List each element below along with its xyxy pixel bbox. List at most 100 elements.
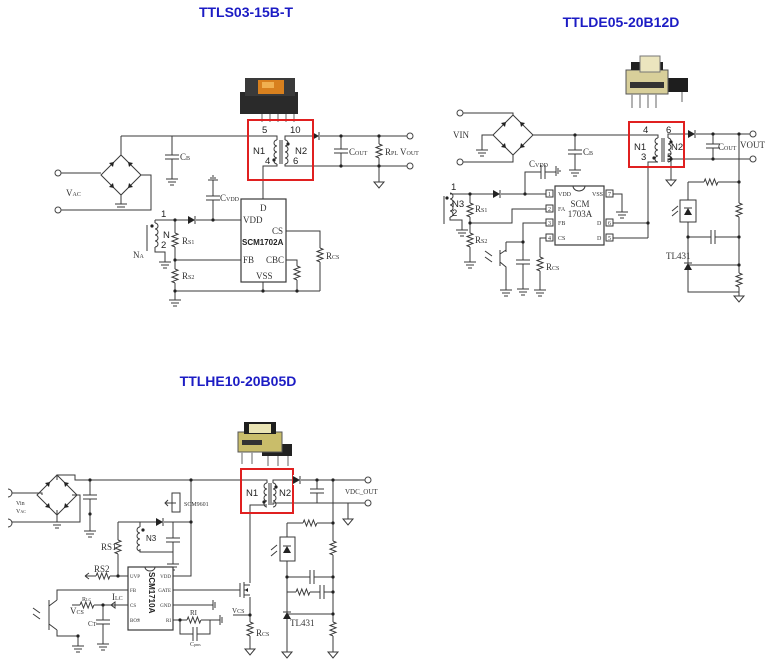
pin-cs-label: CS bbox=[558, 236, 565, 242]
diagram-title: TTLHE10-20B05D bbox=[180, 373, 297, 389]
pin-label: 2 bbox=[161, 240, 166, 251]
scm9601-label: SCM9601 bbox=[184, 502, 209, 508]
junction bbox=[711, 132, 715, 136]
aux-diode bbox=[155, 516, 165, 528]
resistor-rs1 bbox=[465, 202, 475, 218]
rpl-label: RPL bbox=[385, 147, 398, 157]
transformer-photo bbox=[240, 78, 298, 122]
junction bbox=[737, 263, 741, 267]
resistor-rs2 bbox=[465, 232, 475, 248]
vac-terminal bbox=[54, 169, 62, 177]
pin-fb-label: FB bbox=[558, 221, 565, 227]
ground-icon bbox=[211, 614, 223, 626]
pin-label: 4 bbox=[265, 156, 270, 167]
vin-terminal bbox=[456, 109, 464, 117]
tl431-label: TL431 bbox=[666, 251, 691, 261]
capacitor-cout bbox=[308, 488, 326, 494]
junction bbox=[173, 258, 177, 262]
capacitor bbox=[710, 228, 716, 246]
resistor-rs1 bbox=[170, 232, 180, 248]
winding-label: N2 bbox=[671, 142, 683, 153]
rcs-label: RCS bbox=[256, 628, 269, 638]
pin-fb-label: FB bbox=[130, 589, 137, 594]
vdc-out-terminal bbox=[364, 499, 372, 507]
transformer-highlight-box bbox=[240, 468, 294, 514]
pin-number: 2 bbox=[548, 207, 551, 213]
capacitor-cvdd bbox=[204, 195, 222, 201]
vin-label: Vin bbox=[16, 501, 25, 507]
ground-icon bbox=[83, 526, 97, 538]
rs1-label: RS1 bbox=[101, 542, 117, 552]
winding-label: N bbox=[163, 230, 170, 241]
junction bbox=[711, 157, 715, 161]
diagram-title: TTLDE05-20B12D bbox=[563, 14, 680, 30]
pin-d-label: D bbox=[260, 203, 267, 213]
pin-vss-label: VSS bbox=[256, 271, 273, 281]
polarity-dot bbox=[141, 528, 145, 532]
aux-winding bbox=[136, 526, 141, 552]
winding-label: N3 bbox=[146, 534, 157, 543]
resistor bbox=[295, 587, 311, 597]
vout-label: VOUT bbox=[740, 140, 765, 150]
pin-uvp-label: UVP bbox=[130, 575, 140, 580]
pin-d-label: D bbox=[597, 236, 602, 242]
bridge-rectifier bbox=[492, 114, 534, 156]
junction bbox=[189, 478, 193, 482]
optocoupler-transistor bbox=[32, 599, 58, 631]
pin-vdd-label: VDD bbox=[160, 575, 171, 580]
ic-scm1710a bbox=[127, 566, 174, 631]
ic-name: SCM1710A bbox=[147, 572, 156, 614]
junction bbox=[737, 132, 741, 136]
junction bbox=[331, 521, 335, 525]
ic-notch bbox=[572, 185, 586, 192]
ground-icon bbox=[516, 284, 530, 296]
capacitor bbox=[319, 583, 325, 601]
ground-icon bbox=[342, 514, 354, 526]
aux-diode bbox=[492, 188, 502, 200]
ground-icon bbox=[615, 207, 629, 219]
junction bbox=[737, 235, 741, 239]
schematic-ttlde05-20b12d: TTLDE05-20B12D VIN CB 4 6 N1 N2 3 5 bbox=[443, 14, 765, 303]
cout-label: COUT bbox=[718, 142, 737, 152]
transformer-core bbox=[661, 138, 665, 162]
capacitor-ct bbox=[94, 619, 112, 625]
junction bbox=[178, 618, 182, 622]
tl431-label: TL431 bbox=[290, 618, 315, 628]
resistor bbox=[328, 621, 338, 637]
pin-number: 1 bbox=[548, 192, 551, 198]
polarity-dot bbox=[262, 500, 266, 504]
winding-label: N3 bbox=[452, 199, 464, 210]
rs2-label: RS2 bbox=[475, 235, 487, 245]
junction bbox=[261, 289, 265, 293]
pin-d-label: D bbox=[597, 221, 602, 227]
optocoupler-led bbox=[270, 536, 296, 562]
vdc-out-label: VDC_OUT bbox=[345, 488, 378, 496]
polarity-dot bbox=[150, 224, 154, 228]
diagram-title: TTLS03-15B-T bbox=[199, 4, 294, 20]
polarity-dot bbox=[272, 158, 276, 162]
vin-terminal bbox=[456, 158, 464, 166]
junction bbox=[189, 520, 193, 524]
ic-scm1702a bbox=[240, 198, 287, 283]
junction bbox=[295, 289, 299, 293]
current-arrow-icon bbox=[110, 601, 123, 609]
capacitor bbox=[164, 537, 182, 543]
pin-label: 1 bbox=[451, 182, 456, 193]
vin-label: VIN bbox=[453, 130, 469, 140]
bridge-rectifier bbox=[100, 154, 142, 196]
ct-label: CT bbox=[88, 620, 97, 628]
resistor bbox=[302, 518, 318, 528]
ic-notch bbox=[144, 566, 156, 572]
ground-icon bbox=[568, 165, 582, 177]
mosfet bbox=[239, 582, 250, 598]
input-terminal bbox=[7, 488, 13, 528]
vcs-label: VCS bbox=[70, 606, 84, 616]
capacitor-bulk bbox=[81, 494, 99, 500]
pin-number: 4 bbox=[548, 236, 551, 242]
aux-winding bbox=[154, 222, 159, 248]
capacitor-cb bbox=[163, 154, 181, 160]
ground-icon bbox=[665, 175, 677, 187]
ground-icon bbox=[114, 199, 128, 211]
rlc-label: RLC bbox=[82, 597, 91, 603]
